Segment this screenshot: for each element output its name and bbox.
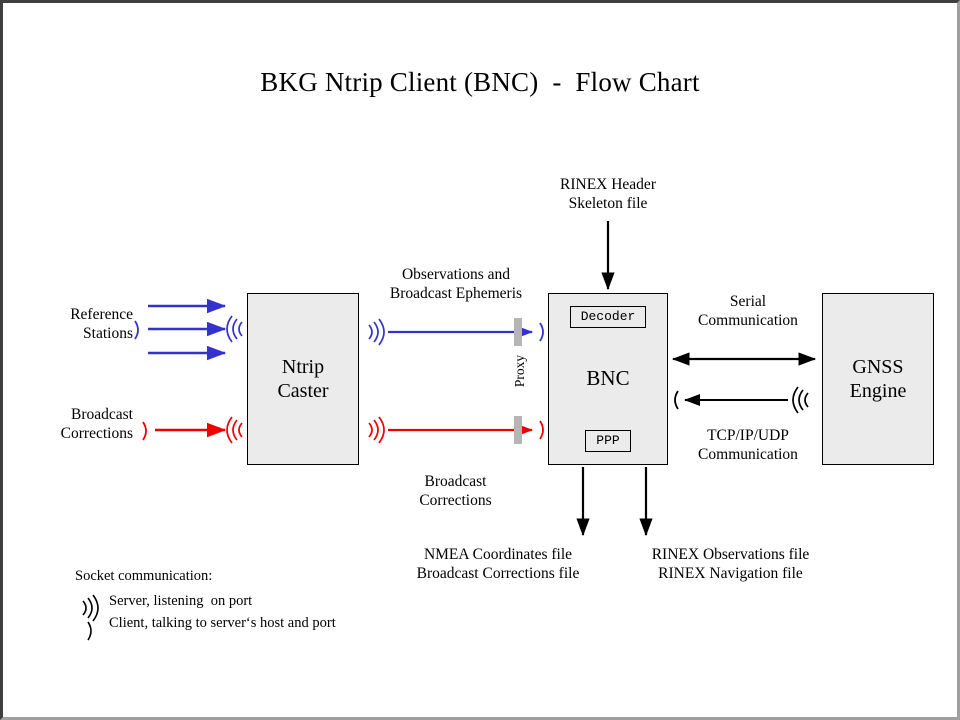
server-antenna-icon-caster-in-red (226, 416, 243, 444)
server-antenna-icon-caster-in-blue (226, 315, 243, 343)
node-bnc[interactable]: Decoder BNC PPP (548, 293, 668, 465)
bnc-decoder-module[interactable]: Decoder (569, 306, 647, 329)
client-socket-icon-reference-stations (134, 320, 139, 340)
proxy-bar-corrections (514, 416, 522, 444)
server-antenna-icon-caster-out-red (368, 416, 385, 444)
legend-item-server: Server, listening on port (75, 593, 336, 610)
label-rinex-header-skeleton-file: RINEX Header Skeleton file (560, 176, 656, 212)
node-gnss-engine[interactable]: GNSS Engine (822, 293, 934, 465)
client-socket-icon-bnc-corrections (539, 420, 544, 440)
proxy-bar-observations (514, 318, 522, 346)
ntrip-caster-line1: Ntrip (281, 355, 325, 378)
label-broadcast-corrections-output: Broadcast Corrections (419, 473, 492, 509)
legend-item-client: Client, talking to server‘s host and por… (75, 615, 336, 632)
legend-server-text: Server, listening on port (109, 593, 253, 609)
ntrip-caster-line2: Caster (277, 380, 329, 402)
label-rinex-output-files: RINEX Observations file RINEX Navigation… (651, 546, 810, 582)
label-serial-communication: Serial Communication (698, 293, 798, 329)
client-socket-icon-bnc-tcpip (674, 390, 679, 410)
node-ntrip-caster[interactable]: Ntrip Caster (247, 293, 359, 465)
gnss-engine-line2: Engine (849, 380, 907, 402)
proxy-label: Proxy (512, 354, 527, 388)
legend: Socket communication: Server, listening … (75, 568, 336, 637)
legend-heading: Socket communication: (75, 568, 213, 584)
bnc-title: BNC (586, 366, 630, 391)
label-tcpip-udp-communication: TCP/IP/UDP Communication (698, 427, 798, 463)
label-reference-stations: Reference Stations (70, 306, 133, 342)
page-title: BKG Ntrip Client (BNC) - Flow Chart (260, 67, 700, 97)
label-observations-and-ephemeris: Observations and Broadcast Ephemeris (389, 266, 523, 302)
bnc-ppp-module[interactable]: PPP (585, 429, 631, 452)
legend-client-text: Client, talking to server‘s host and por… (109, 615, 336, 631)
label-broadcast-corrections-input: Broadcast Corrections (60, 406, 133, 442)
server-antenna-icon-gnss-tcpip (792, 386, 809, 414)
label-nmea-output-files: NMEA Coordinates file Broadcast Correcti… (416, 546, 580, 582)
gnss-engine-line1: GNSS (852, 355, 904, 378)
server-antenna-icon-caster-out-blue (368, 318, 385, 346)
client-socket-icon-bnc-observations (539, 322, 544, 342)
client-socket-icon-broadcast-corrections (142, 421, 147, 441)
